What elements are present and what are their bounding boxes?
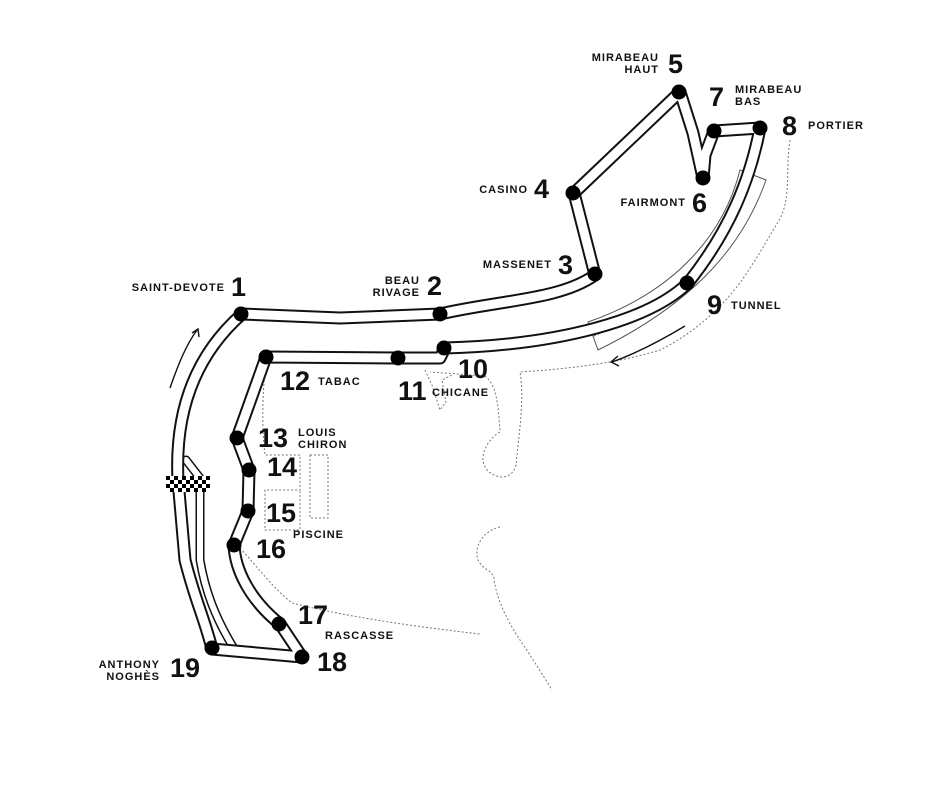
corner-name-2-line2: RIVAGE bbox=[373, 287, 420, 299]
corner-number-14: 14 bbox=[267, 452, 297, 482]
corner-name-3: MASSENET bbox=[483, 259, 552, 271]
corner-number-15: 15 bbox=[266, 498, 296, 528]
corner-number-7: 7 bbox=[709, 82, 724, 112]
corner-dot-11 bbox=[390, 350, 406, 366]
corner-number-19: 19 bbox=[170, 653, 200, 683]
corner-name-7-line1: MIRABEAU bbox=[735, 84, 802, 96]
corner-number-1: 1 bbox=[231, 272, 246, 302]
corner-dot-8 bbox=[752, 120, 768, 136]
corner-dot-2 bbox=[432, 306, 448, 322]
corner-name-11: CHICANE bbox=[432, 387, 489, 399]
corner-number-16: 16 bbox=[256, 534, 286, 564]
corner-name-9: TUNNEL bbox=[731, 300, 782, 312]
corner-number-12: 12 bbox=[280, 366, 310, 396]
corner-name-7-line2: BAS bbox=[735, 96, 761, 108]
corner-dot-12 bbox=[258, 349, 274, 365]
corner-name-19-line2: NOGHÈS bbox=[106, 670, 160, 683]
corner-dot-1 bbox=[233, 306, 249, 322]
corner-dot-6 bbox=[695, 170, 711, 186]
corner-number-17: 17 bbox=[298, 600, 328, 630]
corner-dot-3 bbox=[587, 266, 603, 282]
corner-dot-10 bbox=[436, 340, 452, 356]
corner-name-13-line2: CHIRON bbox=[298, 439, 347, 451]
direction-arrow-icon bbox=[169, 325, 686, 389]
corner-dot-9 bbox=[679, 275, 695, 291]
corner-number-2: 2 bbox=[427, 271, 442, 301]
corner-dot-5 bbox=[671, 84, 687, 100]
corner-name-15: PISCINE bbox=[293, 529, 344, 541]
corner-dot-7 bbox=[706, 123, 722, 139]
race-track bbox=[171, 85, 767, 664]
corner-dot-18 bbox=[294, 649, 310, 665]
corner-numbers: 1 2 3 4 5 6 7 8 9 10 11 12 13 14 15 16 1… bbox=[170, 49, 797, 683]
corner-number-10: 10 bbox=[458, 354, 488, 384]
corner-dot-19 bbox=[204, 640, 220, 656]
corner-name-4: CASINO bbox=[479, 184, 528, 196]
coastline bbox=[239, 139, 791, 691]
corner-number-18: 18 bbox=[317, 647, 347, 677]
corner-name-17: RASCASSE bbox=[325, 630, 394, 642]
corner-names: SAINT-DEVOTE BEAU RIVAGE MASSENET CASINO… bbox=[99, 52, 864, 683]
corner-name-1: SAINT-DEVOTE bbox=[132, 282, 225, 294]
corner-name-8: PORTIER bbox=[808, 120, 864, 132]
corner-dot-17 bbox=[271, 616, 287, 632]
corner-number-3: 3 bbox=[558, 250, 573, 280]
corner-dot-16 bbox=[226, 537, 242, 553]
corner-dot-14 bbox=[241, 462, 257, 478]
corner-name-2-line1: BEAU bbox=[385, 275, 420, 287]
corner-markers bbox=[204, 84, 768, 665]
corner-name-13-line1: LOUIS bbox=[298, 427, 337, 439]
corner-number-13: 13 bbox=[258, 423, 288, 453]
corner-name-12: TABAC bbox=[318, 376, 361, 388]
corner-name-5-line2: HAUT bbox=[624, 64, 659, 76]
corner-number-9: 9 bbox=[707, 290, 722, 320]
corner-number-11: 11 bbox=[398, 376, 427, 406]
corner-number-5: 5 bbox=[668, 49, 683, 79]
corner-name-5-line1: MIRABEAU bbox=[592, 52, 659, 64]
corner-number-4: 4 bbox=[534, 174, 549, 204]
corner-dot-4 bbox=[565, 185, 581, 201]
corner-dot-13 bbox=[229, 430, 245, 446]
corner-name-6: FAIRMONT bbox=[621, 197, 686, 209]
corner-number-6: 6 bbox=[692, 188, 707, 218]
corner-dot-15 bbox=[240, 503, 256, 519]
corner-name-19-line1: ANTHONY bbox=[99, 659, 160, 671]
checkered-flag-icon bbox=[166, 476, 210, 492]
pit-lane bbox=[181, 455, 240, 655]
corner-number-8: 8 bbox=[782, 111, 797, 141]
